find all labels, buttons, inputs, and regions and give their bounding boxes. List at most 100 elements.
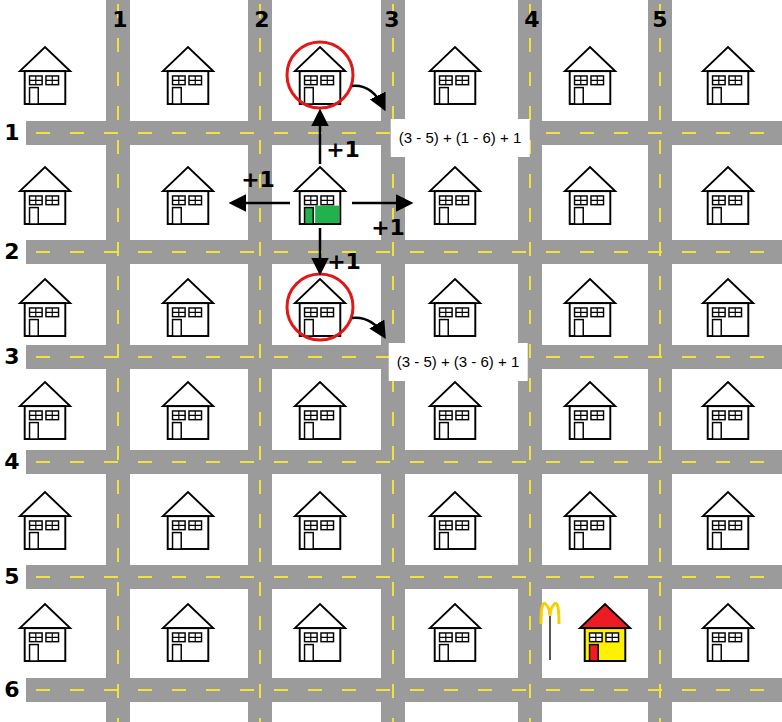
column-number: 5 xyxy=(652,9,667,31)
road xyxy=(26,450,782,474)
column-number: 2 xyxy=(254,9,269,31)
start-house xyxy=(295,167,345,224)
lane-line xyxy=(36,251,782,253)
road xyxy=(26,565,782,589)
move-arrow xyxy=(319,112,322,164)
lane-line xyxy=(117,4,119,722)
step-cost-holder: +1 xyxy=(241,169,275,191)
house xyxy=(565,492,615,549)
sign-pole xyxy=(549,612,551,660)
distance-formula: (3 - 5) + (3 - 6) + 1 xyxy=(389,343,528,381)
road xyxy=(26,240,782,264)
column-number-holder: 2 xyxy=(254,9,269,31)
house xyxy=(703,279,753,336)
house xyxy=(565,167,615,224)
row-number-holder: 3 xyxy=(4,346,19,368)
highlight-circles xyxy=(287,42,353,340)
house xyxy=(430,492,480,549)
row-number: 1 xyxy=(4,122,19,144)
row-number-holder: 1 xyxy=(4,122,19,144)
lane-line xyxy=(529,4,531,722)
house xyxy=(295,279,345,336)
lane-line xyxy=(36,576,782,578)
house xyxy=(295,47,345,104)
highlight-circle xyxy=(287,42,353,108)
lane-line xyxy=(36,461,782,463)
row-number-holder: 4 xyxy=(4,451,19,473)
lane-line xyxy=(659,4,661,722)
house xyxy=(295,492,345,549)
column-number-holder: 1 xyxy=(112,9,127,31)
house xyxy=(163,604,213,661)
house xyxy=(430,47,480,104)
target-house xyxy=(580,604,630,661)
step-cost-holder: +1 xyxy=(371,217,405,239)
column-number: 3 xyxy=(384,9,399,31)
lane-line xyxy=(36,689,782,691)
house xyxy=(20,382,70,439)
highlight-circle xyxy=(287,274,353,340)
house xyxy=(163,167,213,224)
row-number-holder: 6 xyxy=(4,679,19,701)
row-number: 4 xyxy=(4,451,19,473)
step-cost: +1 xyxy=(326,139,360,161)
callout-arrow xyxy=(352,86,384,108)
distance-formula-holder: (3 - 5) + (1 - 6) + 1 xyxy=(391,119,530,157)
house xyxy=(703,492,753,549)
house xyxy=(20,604,70,661)
house xyxy=(20,47,70,104)
house xyxy=(703,47,753,104)
road xyxy=(26,678,782,702)
house xyxy=(430,604,480,661)
row-number-holder: 5 xyxy=(4,566,19,588)
house xyxy=(430,382,480,439)
move-arrows xyxy=(232,86,410,336)
callout-arrow xyxy=(352,318,384,336)
house xyxy=(163,382,213,439)
row-number: 2 xyxy=(4,241,19,263)
column-number-holder: 3 xyxy=(384,9,399,31)
step-cost: +1 xyxy=(327,251,361,273)
move-arrow xyxy=(352,202,410,205)
house xyxy=(20,279,70,336)
column-number: 1 xyxy=(112,9,127,31)
house xyxy=(295,604,345,661)
column-number-holder: 4 xyxy=(524,9,539,31)
step-cost-holder: +1 xyxy=(327,251,361,273)
row-number: 6 xyxy=(4,679,19,701)
move-arrow xyxy=(319,228,322,272)
distance-formula: (3 - 5) + (1 - 6) + 1 xyxy=(391,119,530,157)
step-cost: +1 xyxy=(371,217,405,239)
house xyxy=(703,382,753,439)
house xyxy=(703,167,753,224)
house xyxy=(20,167,70,224)
house xyxy=(565,47,615,104)
house xyxy=(163,47,213,104)
house xyxy=(565,382,615,439)
roads xyxy=(26,0,782,722)
step-cost-holder: +1 xyxy=(326,139,360,161)
row-number: 3 xyxy=(4,346,19,368)
row-number-holder: 2 xyxy=(4,241,19,263)
distance-formula-holder: (3 - 5) + (3 - 6) + 1 xyxy=(389,343,528,381)
house xyxy=(703,604,753,661)
house xyxy=(565,279,615,336)
move-arrow xyxy=(232,202,290,205)
house xyxy=(295,382,345,439)
house xyxy=(20,492,70,549)
houses xyxy=(20,47,753,661)
house xyxy=(430,279,480,336)
house xyxy=(430,167,480,224)
step-cost: +1 xyxy=(241,169,275,191)
arches-sign xyxy=(541,603,559,660)
sign-arches xyxy=(541,603,559,624)
road-markings xyxy=(36,4,782,722)
house xyxy=(163,492,213,549)
lane-line xyxy=(259,4,261,722)
house xyxy=(163,279,213,336)
column-number: 4 xyxy=(524,9,539,31)
row-number: 5 xyxy=(4,566,19,588)
column-number-holder: 5 xyxy=(652,9,667,31)
